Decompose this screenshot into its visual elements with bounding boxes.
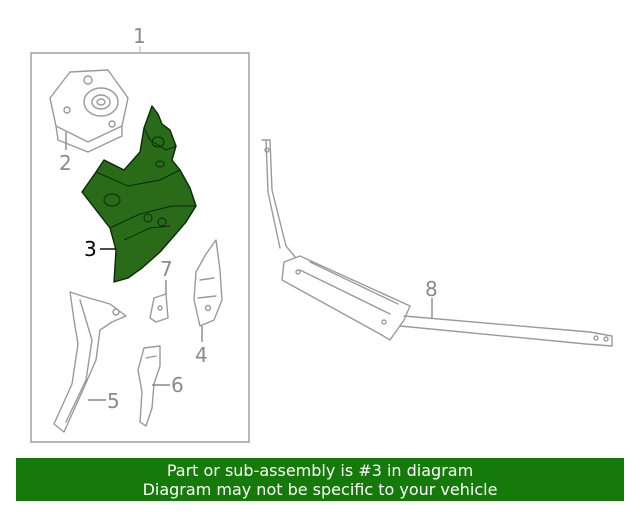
banner-line-1: Part or sub-assembly is #3 in diagram (166, 461, 474, 480)
part-5-lower-rail[interactable] (53, 291, 127, 433)
part-4-bracket[interactable] (193, 239, 223, 327)
part-6-small-bracket[interactable] (137, 345, 161, 427)
callout-7[interactable]: 7 (160, 257, 173, 281)
callout-1[interactable]: 1 (133, 24, 146, 48)
part-2-strut-mount[interactable] (49, 69, 129, 153)
callout-4[interactable]: 4 (195, 343, 208, 367)
part-3-apron-panel[interactable] (81, 105, 197, 283)
callout-2[interactable]: 2 (59, 151, 72, 175)
callout-3[interactable]: 3 (84, 237, 97, 261)
info-banner: Part or sub-assembly is #3 in diagram Di… (16, 458, 624, 501)
part-8-brace[interactable] (261, 139, 613, 347)
callout-8[interactable]: 8 (425, 277, 438, 301)
part-7-clip[interactable] (149, 293, 169, 323)
parts-diagram: 1 2 3 4 5 (30, 24, 613, 443)
callout-6[interactable]: 6 (171, 373, 184, 397)
banner-line-2: Diagram may not be specific to your vehi… (142, 480, 498, 499)
callout-5[interactable]: 5 (107, 389, 120, 413)
